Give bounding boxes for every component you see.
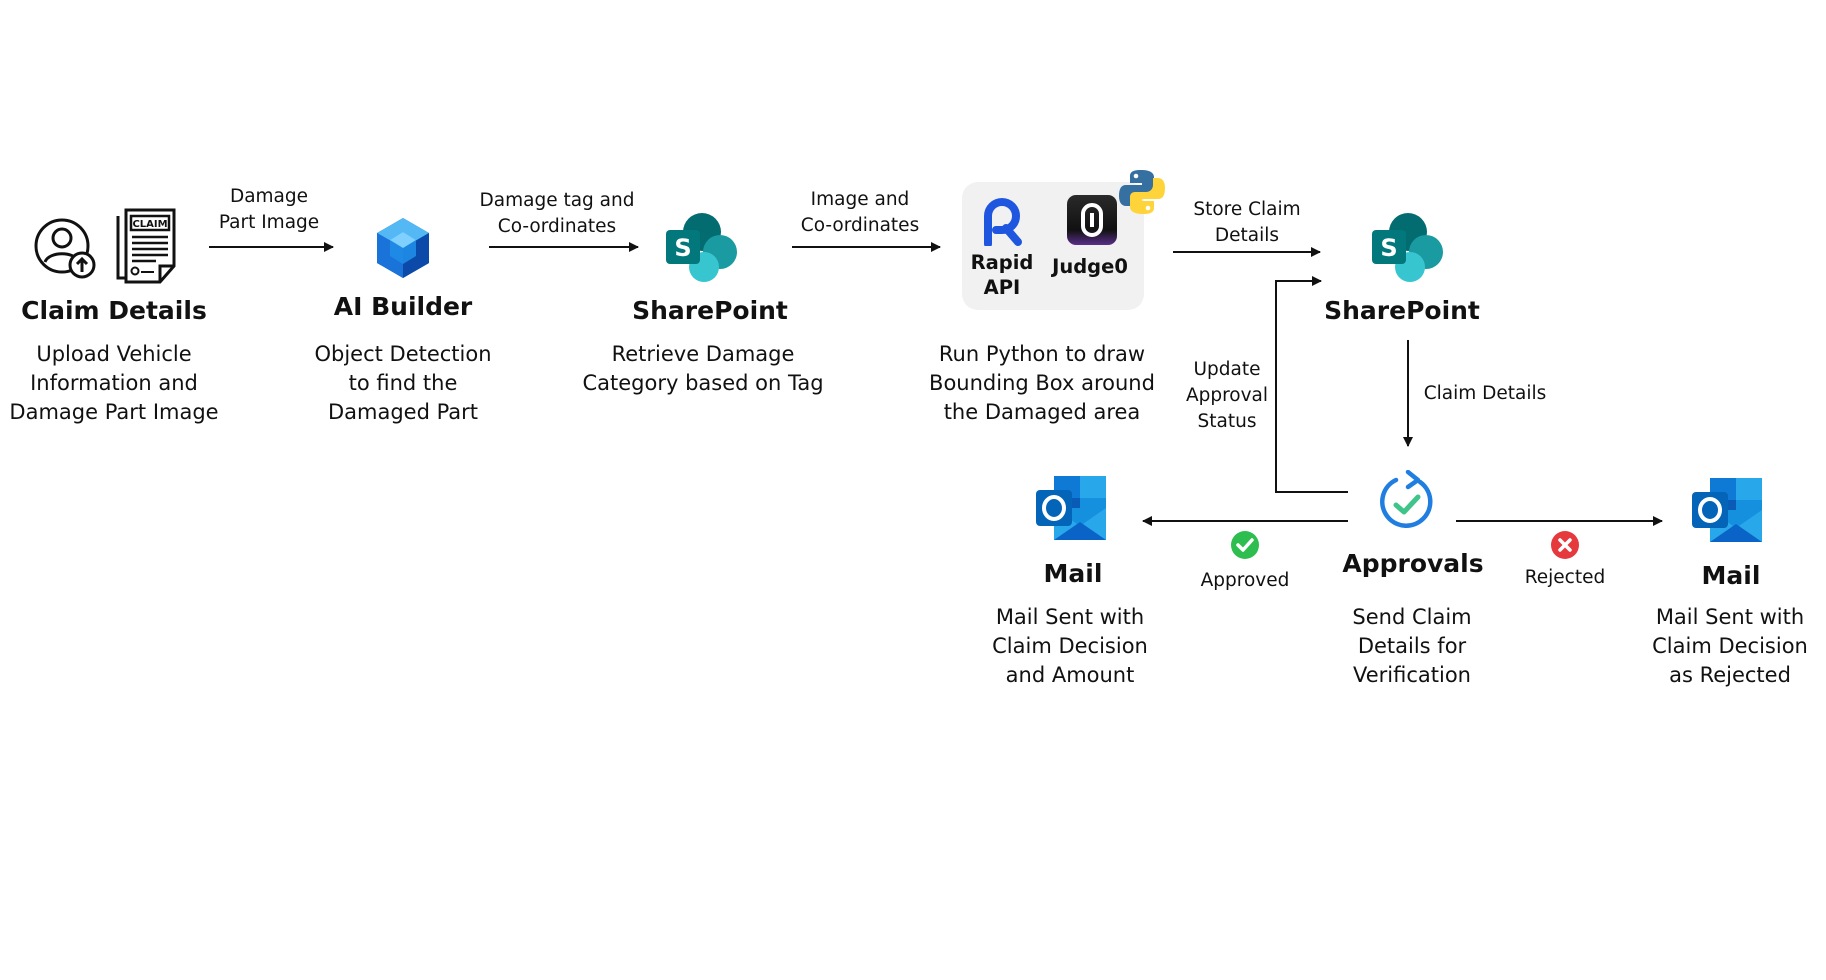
sharepoint-icon: S bbox=[666, 213, 737, 282]
node-title-mail-rejected: Mail bbox=[1701, 561, 1761, 590]
judge0-label: Judge0 bbox=[1052, 255, 1128, 278]
description-line: Category based on Tag bbox=[582, 371, 824, 395]
node-description-sharepoint-1: Retrieve Damage Category based on Tag bbox=[582, 340, 823, 398]
description-line: Details for bbox=[1357, 634, 1467, 658]
description-line: Mail Sent with bbox=[995, 605, 1145, 629]
node-title-claim-details: Claim Details bbox=[21, 296, 207, 325]
edge-label-line: Approval bbox=[1185, 385, 1269, 406]
edge-label-line: Co-ordinates bbox=[497, 216, 617, 237]
check-badge-icon bbox=[1231, 531, 1259, 559]
rapidapi-icon bbox=[984, 198, 1022, 246]
edge-label-line: Damage tag and bbox=[479, 190, 635, 211]
svg-text:CLAIM: CLAIM bbox=[132, 219, 167, 230]
node-description-approvals: Send Claim Details for Verification bbox=[1352, 603, 1471, 690]
node-title-ai-builder: AI Builder bbox=[333, 292, 473, 321]
description-line: to find the bbox=[348, 371, 458, 395]
sharepoint-icon: S bbox=[1372, 213, 1443, 282]
description-line: Damaged Part bbox=[327, 400, 479, 424]
description-line: Damage Part Image bbox=[9, 400, 219, 424]
svg-text:S: S bbox=[1380, 234, 1397, 262]
edge-label-line: Damage bbox=[229, 186, 309, 207]
judge0-icon bbox=[1067, 195, 1117, 245]
edge-label-store-claim: Store Claim Details bbox=[1193, 197, 1300, 249]
ai-builder-icon bbox=[377, 218, 429, 278]
description-line: Upload Vehicle bbox=[36, 342, 192, 366]
rapid-api-label-text: Rapid API bbox=[970, 251, 1034, 299]
rapid-api-label: Rapid API bbox=[971, 250, 1034, 300]
description-line: Claim Decision bbox=[1652, 634, 1808, 658]
python-icon bbox=[1119, 170, 1165, 214]
outlook-icon bbox=[1036, 476, 1106, 540]
description-line: and Amount bbox=[1005, 663, 1135, 687]
edge-label-damage-tag: Damage tag and Co-ordinates bbox=[480, 188, 635, 240]
node-title-sharepoint-2: SharePoint bbox=[1324, 296, 1480, 325]
description-line: Claim Decision bbox=[992, 634, 1148, 658]
description-line: Object Detection bbox=[314, 342, 492, 366]
node-description-mail-approved: Mail Sent with Claim Decision and Amount bbox=[992, 603, 1148, 690]
node-title-approvals: Approvals bbox=[1342, 549, 1484, 578]
description-line: Send Claim bbox=[1352, 605, 1472, 629]
edge-label-line: Store Claim bbox=[1193, 199, 1301, 220]
node-title-mail-approved: Mail bbox=[1043, 559, 1103, 588]
cross-badge-icon bbox=[1551, 531, 1579, 559]
edge-label-update-status: Update Approval Status bbox=[1186, 357, 1268, 435]
arrow-approvals-update-sharepoint bbox=[1275, 276, 1348, 493]
description-line: as Rejected bbox=[1669, 663, 1791, 687]
outlook-icon bbox=[1692, 478, 1762, 542]
edge-label-damage-part-image: Damage Part Image bbox=[219, 184, 319, 236]
node-description-mail-rejected: Mail Sent with Claim Decision as Rejecte… bbox=[1652, 603, 1808, 690]
edge-label-image-coords: Image and Co-ordinates bbox=[801, 187, 919, 239]
description-line: Mail Sent with bbox=[1655, 605, 1805, 629]
edge-label-line: Details bbox=[1214, 225, 1280, 246]
description-line: the Damaged area bbox=[943, 400, 1141, 424]
edge-label-line: Part Image bbox=[218, 212, 320, 233]
description-line: Information and bbox=[30, 371, 198, 395]
description-line: Retrieve Damage bbox=[611, 342, 795, 366]
edge-label-approved: Approved bbox=[1200, 570, 1290, 591]
edge-label-line: Status bbox=[1197, 411, 1257, 432]
edge-label-line: Co-ordinates bbox=[800, 215, 920, 236]
description-line: Verification bbox=[1352, 663, 1471, 687]
description-line: Bounding Box around bbox=[929, 371, 1155, 395]
edge-label-rejected: Rejected bbox=[1524, 567, 1606, 588]
svg-text:S: S bbox=[674, 234, 691, 262]
approvals-icon bbox=[1380, 470, 1433, 528]
node-description-ai-builder: Object Detection to find the Damaged Par… bbox=[314, 340, 491, 427]
edge-label-claim-details: Claim Details bbox=[1423, 383, 1547, 404]
description-line: Run Python to draw bbox=[938, 342, 1146, 366]
node-description-python-api: Run Python to draw Bounding Box around t… bbox=[929, 340, 1155, 427]
node-title-sharepoint-1: SharePoint bbox=[632, 296, 788, 325]
edge-label-line: Update bbox=[1193, 359, 1261, 380]
user-upload-icon bbox=[34, 218, 96, 279]
edge-label-line: Image and bbox=[810, 189, 910, 210]
node-description-claim-details: Upload Vehicle Information and Damage Pa… bbox=[9, 340, 218, 427]
claim-document-icon: CLAIM bbox=[116, 208, 176, 284]
